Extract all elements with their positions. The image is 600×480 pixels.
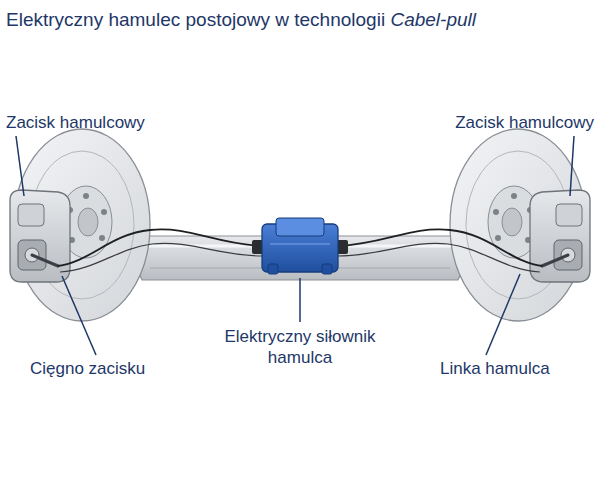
bolt-hole [99,235,105,241]
brake-disc [450,129,586,321]
leader-line [62,276,96,355]
part-label: Zacisk hamulcowy [6,112,145,133]
actuator-cover [276,218,324,236]
leader-line [16,136,24,196]
brake-cable [60,243,262,272]
part-label: Cięgno zacisku [30,358,145,379]
mount-tab [268,264,278,274]
leader-line [570,136,574,196]
caliper-piston [556,204,582,226]
brake-disc [14,129,150,321]
bolt-hole [493,209,499,215]
hub-center [502,208,522,236]
actuator-highlight [270,244,330,245]
leader-line [299,278,301,322]
caliper-pull-rod [542,255,568,266]
bolt-hole [101,209,107,215]
brake-cable [338,229,542,266]
hub-center [78,208,98,236]
caliper-pull-rod [32,255,58,266]
caliper-piston [18,204,44,226]
bolt-hole [83,193,89,199]
diagram-title: Elektryczny hamulec postojowy w technolo… [6,8,476,32]
part-label: Zacisk hamulcowy [455,112,594,133]
part-label: Elektryczny siłownik hamulca [200,326,400,369]
brake-cable [338,243,540,272]
brake-cable [58,229,262,266]
brake-caliper [10,190,70,282]
mount-tab [322,264,332,274]
bolt-hole [511,193,517,199]
brake-caliper [530,190,590,282]
bolt-hole [495,235,501,241]
part-label: Linka hamulca [440,358,550,379]
leader-line [486,274,520,355]
